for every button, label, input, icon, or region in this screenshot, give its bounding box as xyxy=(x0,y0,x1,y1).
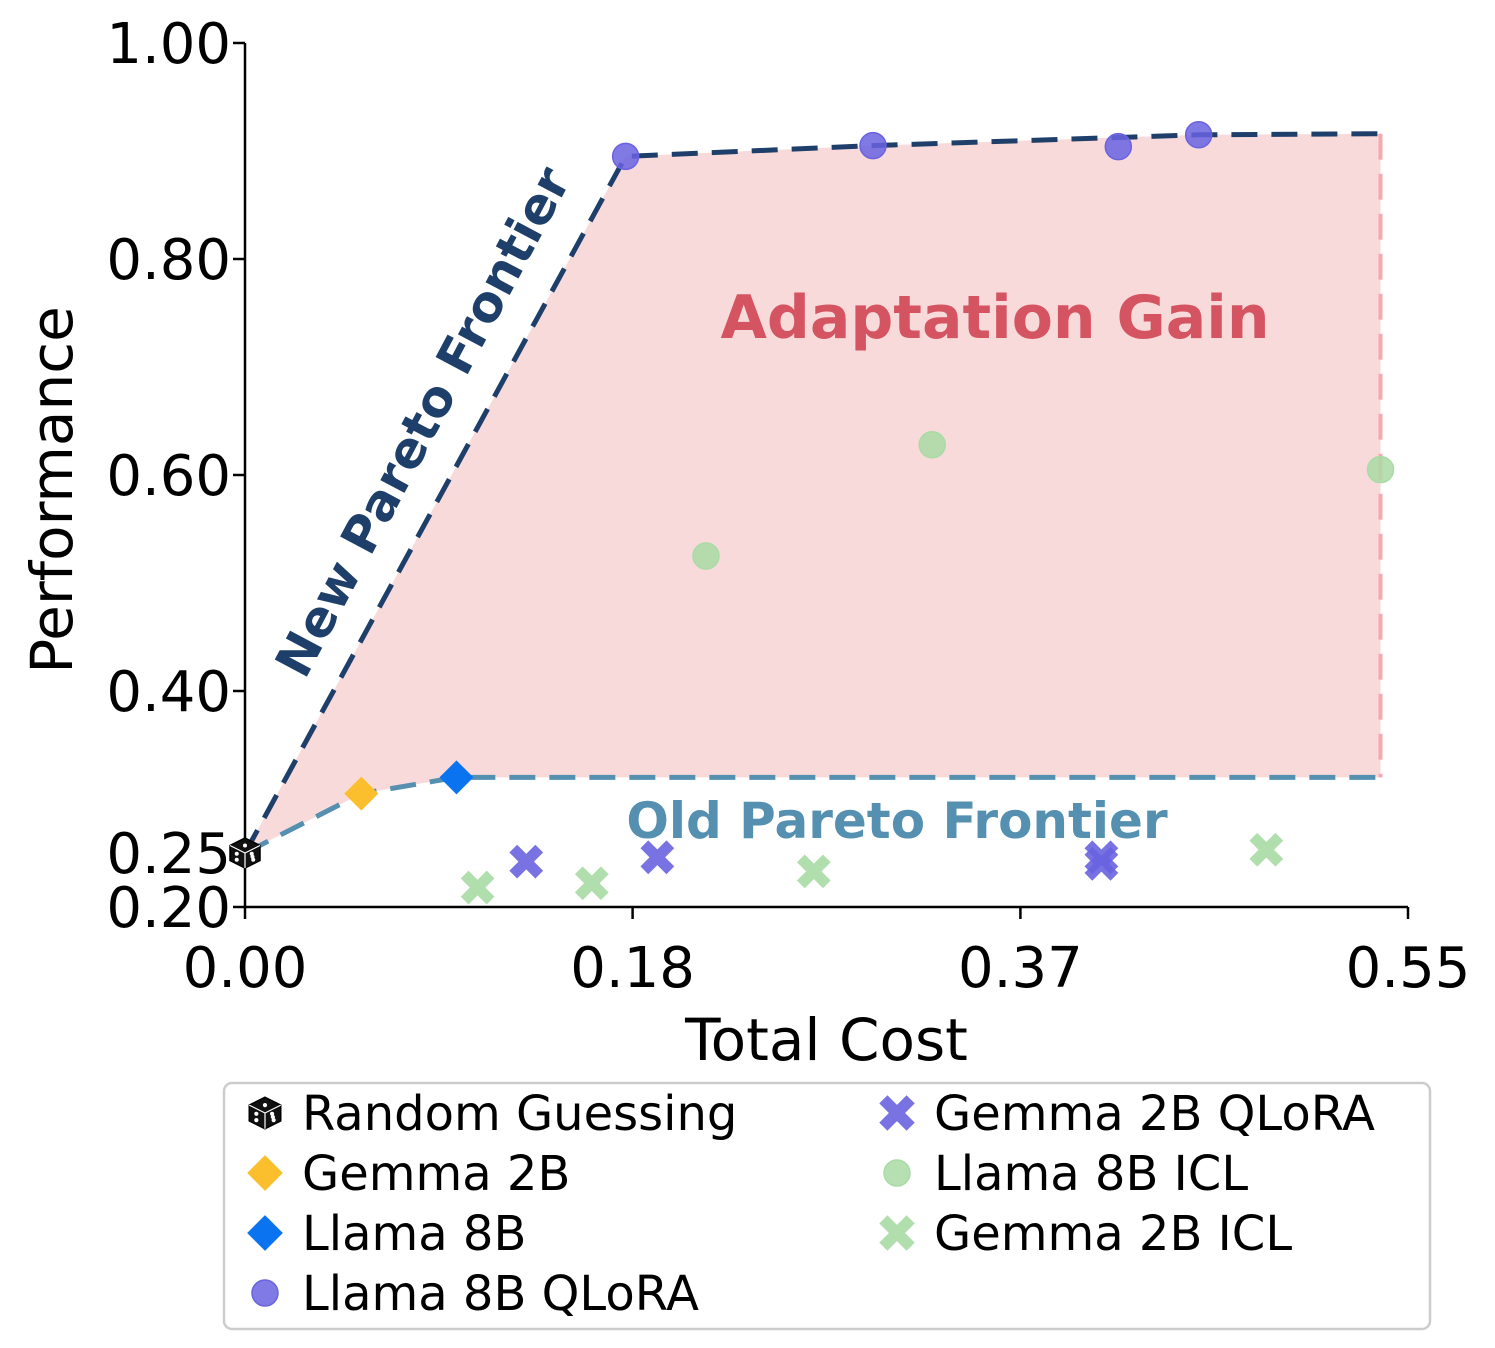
point-llama-8b-qlora xyxy=(859,131,887,160)
point-gemma-2b-icl xyxy=(796,854,831,889)
point-llama-8b-qlora xyxy=(1184,121,1213,149)
point-gemma-2b-qlora xyxy=(509,844,544,879)
legend-label: Llama 8B QLoRA xyxy=(302,1266,699,1322)
y-tick-label: 0.40 xyxy=(106,660,231,725)
x-tick-label: 0.00 xyxy=(183,936,308,1001)
old-pareto-frontier-label: Old Pareto Frontier xyxy=(626,792,1168,850)
legend-marker-gemma-2b xyxy=(247,1155,283,1191)
legend-marker-llama-8b xyxy=(247,1215,283,1251)
legend-marker-random-guessing xyxy=(248,1096,282,1130)
point-llama-8b-icl xyxy=(1366,455,1395,484)
point-gemma-2b-qlora xyxy=(640,840,675,875)
x-tick-label: 0.18 xyxy=(570,936,695,1001)
y-tick-label: 1.00 xyxy=(106,12,231,77)
point-llama-8b-qlora xyxy=(1104,132,1133,161)
x-tick-label: 0.37 xyxy=(958,936,1083,1001)
legend-marker-gemma-2b-icl xyxy=(879,1215,915,1251)
y-tick-label: 0.80 xyxy=(106,228,231,293)
legend-marker-llama-8b-icl xyxy=(883,1159,911,1187)
data-marks-layer xyxy=(229,121,1395,905)
point-llama-8b-qlora xyxy=(611,142,640,171)
adaptation-gain-region-layer xyxy=(245,133,1383,854)
legend-label: Gemma 2B QLoRA xyxy=(934,1086,1375,1142)
legend-label: Llama 8B ICL xyxy=(934,1146,1248,1202)
x-tick-label: 0.55 xyxy=(1346,936,1471,1001)
point-gemma-2b-qlora xyxy=(1084,846,1119,881)
point-llama-8b-icl xyxy=(692,542,720,570)
legend-label: Gemma 2B xyxy=(302,1146,570,1202)
x-axis-title: Total Cost xyxy=(684,1006,968,1074)
point-gemma-2b-icl xyxy=(574,866,609,901)
legend-label: Llama 8B xyxy=(302,1206,526,1262)
point-gemma-2b-icl xyxy=(460,870,495,905)
point-gemma-2b-icl xyxy=(1249,832,1284,867)
adaptation-gain-label: Adaptation Gain xyxy=(720,283,1269,353)
y-tick-label: 0.20 xyxy=(106,876,231,941)
legend-label: Gemma 2B ICL xyxy=(934,1206,1292,1262)
point-llama-8b-icl xyxy=(918,431,946,459)
point-gemma-2b xyxy=(344,776,379,811)
y-tick-label: 0.25 xyxy=(106,822,231,887)
y-tick-label: 0.60 xyxy=(106,444,231,509)
point-random-guessing xyxy=(229,837,261,869)
adaptation-gain-region xyxy=(245,133,1381,854)
legend-label: Random Guessing xyxy=(302,1086,737,1142)
legend-marker-gemma-2b-qlora xyxy=(879,1095,915,1131)
y-axis-title: Performance xyxy=(18,306,86,674)
legend-box xyxy=(222,1081,1432,1331)
axes-layer: 0.200.25 0.40 0.60 0.80 1.00 0.00 0.18 0.37 0.55… xyxy=(18,12,1470,1074)
old-pareto-frontier-line xyxy=(243,774,1381,856)
legend-marker-llama-8b-qlora xyxy=(251,1279,279,1307)
point-llama-8b xyxy=(439,760,474,795)
